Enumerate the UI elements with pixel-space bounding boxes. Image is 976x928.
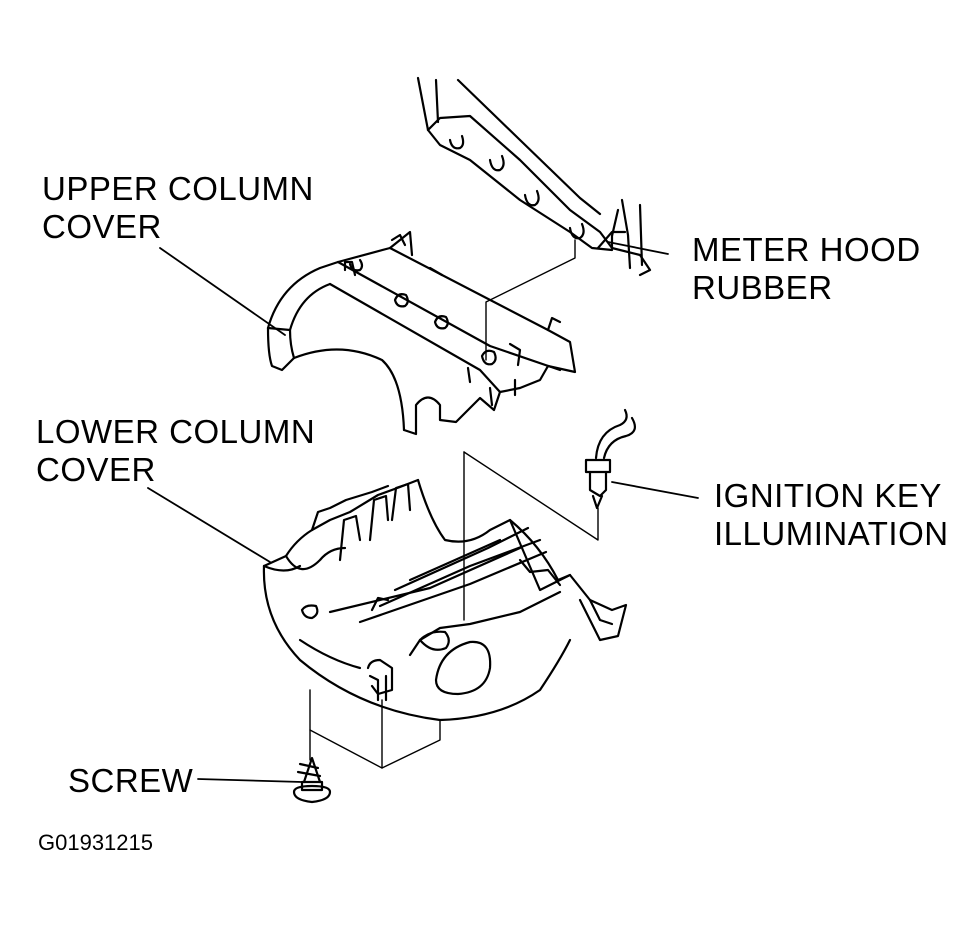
leader-lower-column-cover — [148, 488, 270, 562]
figure-code: G01931215 — [38, 830, 153, 855]
lower-column-cover — [264, 480, 626, 768]
label-ignition-key-illumination: IGNITION KEY ILLUMINATION — [714, 477, 949, 553]
label-meter-hood-rubber-line2: RUBBER — [692, 269, 833, 306]
label-upper-column-cover-line2: COVER — [42, 208, 162, 245]
label-screw-text: SCREW — [68, 762, 194, 799]
label-upper-column-cover: UPPER COLUMN COVER — [42, 170, 314, 246]
leader-screw — [198, 779, 302, 782]
label-ignition-key-illumination-line1: IGNITION KEY — [714, 477, 942, 514]
hood-guide-line — [486, 240, 575, 360]
leader-ignition-key-illumination — [612, 482, 698, 498]
label-lower-column-cover: LOWER COLUMN COVER — [36, 413, 315, 489]
ignition-key-illumination — [464, 410, 635, 620]
label-ignition-key-illumination-line2: ILLUMINATION — [714, 515, 949, 552]
label-upper-column-cover-line1: UPPER COLUMN — [42, 170, 314, 207]
leader-upper-column-cover — [160, 248, 285, 335]
label-screw: SCREW — [68, 762, 193, 800]
label-lower-column-cover-line1: LOWER COLUMN — [36, 413, 316, 450]
label-meter-hood-rubber: METER HOOD RUBBER — [692, 231, 921, 307]
label-meter-hood-rubber-line1: METER HOOD — [692, 231, 921, 268]
upper-column-cover — [268, 232, 575, 434]
leader-meter-hood-rubber — [608, 242, 668, 254]
label-lower-column-cover-line2: COVER — [36, 451, 156, 488]
screw — [294, 758, 330, 802]
meter-hood-rubber — [418, 78, 650, 275]
